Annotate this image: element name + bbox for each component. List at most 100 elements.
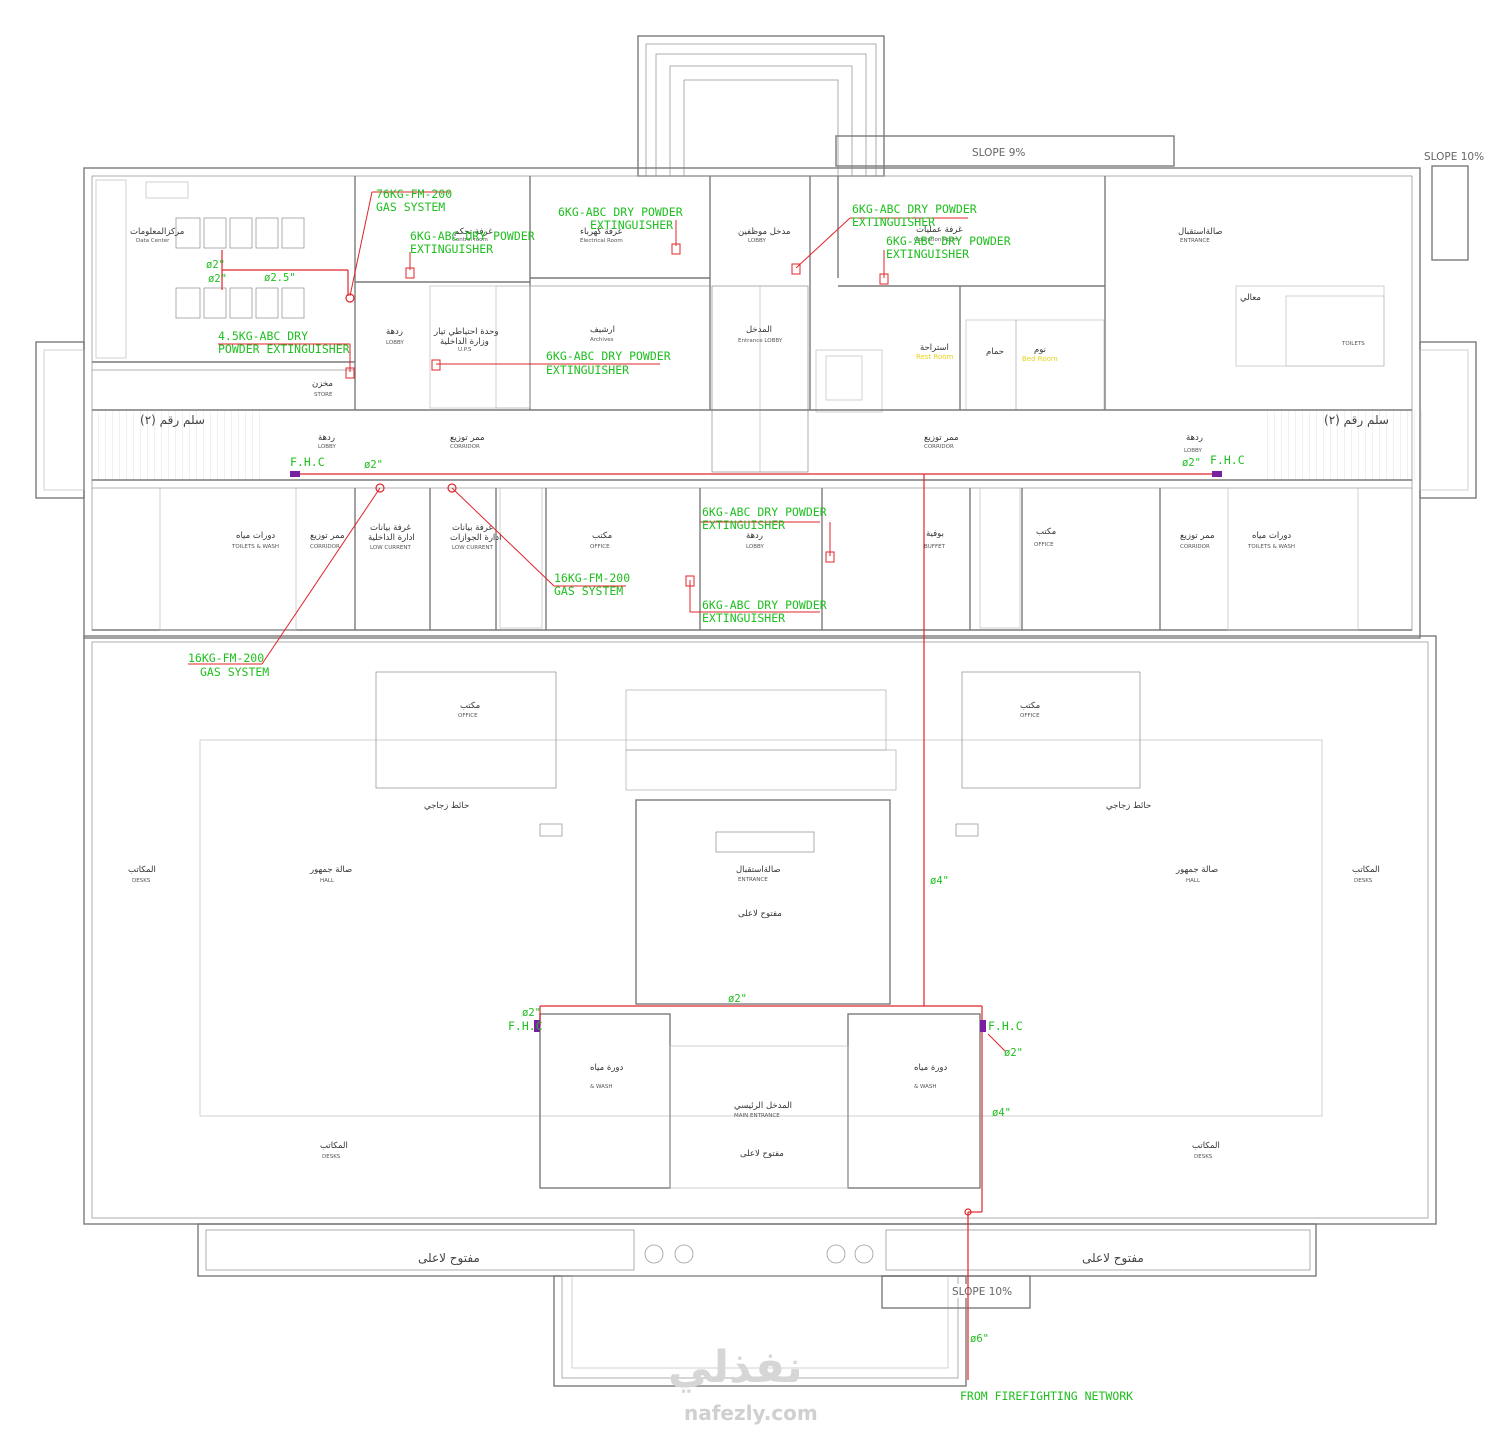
abc-label-archive-1: 6KG-ABC DRY POWDER	[546, 349, 671, 363]
corridor-en-3: CORRIDOR	[310, 544, 340, 550]
abc-label-lobby2-2: EXTINGUISHER	[702, 518, 785, 532]
abc45-label-1: 4.5KG-ABC DRY	[218, 329, 308, 343]
open-ar-1: مفتوح لاعلى	[738, 909, 782, 919]
fire-pipework	[188, 191, 1214, 1380]
desks-en-4: DESKS	[1194, 1154, 1213, 1160]
wc-en-2: & WASH	[914, 1084, 937, 1090]
desks-ar-2: المكاتب	[1352, 865, 1380, 875]
corridor-en-2: CORRIDOR	[924, 444, 954, 450]
desks-en-3: DESKS	[322, 1154, 341, 1160]
office-en-1: OFFICE	[590, 544, 610, 550]
toilet-ar-right: دورات مياه	[1252, 531, 1291, 541]
fhc-left-label: F.H.C	[290, 455, 325, 469]
fm16-label-left-2: GAS SYSTEM	[200, 665, 269, 679]
abc-label-control-2: EXTINGUISHER	[410, 242, 493, 256]
fhc-cabinet-icon	[290, 471, 300, 477]
open-ar-2: مفتوح لاعلى	[740, 1149, 784, 1159]
extinguisher-icon	[825, 551, 835, 563]
open-ar-4: مفتوح لاعلى	[1082, 1251, 1144, 1266]
dia-2-corr-right: ø2"	[1182, 457, 1201, 469]
glass-wall-ar-1: حائط زجاجي	[424, 801, 469, 811]
wc-en-1: & WASH	[590, 1084, 613, 1090]
fm200-nozzle-icon	[375, 483, 385, 493]
reception-en: ENTRANCE	[1180, 238, 1210, 244]
wc-ar-1: دورة مياه	[590, 1063, 624, 1073]
open-ar-3: مفتوح لاعلى	[418, 1251, 480, 1266]
glass-wall-ar-2: حائط زجاجي	[1106, 801, 1151, 811]
data-room-ar-2: غرفة بيانات	[452, 523, 493, 533]
fhc-cabinet-icon	[534, 1020, 540, 1032]
fm200-nozzle-icon	[345, 293, 355, 303]
slope-10-south-label: SLOPE 10%	[952, 1286, 1012, 1298]
corridor-ar-1: ممر توزيع	[450, 433, 485, 443]
electrical-en: Electrical Room	[580, 238, 623, 244]
dia-4-south: ø4"	[992, 1107, 1011, 1119]
toilet-ar-left: دورات مياه	[236, 531, 275, 541]
buffet-en: BUFFET	[924, 544, 946, 550]
hall-ar-1: صالة جمهور	[309, 865, 352, 875]
extinguisher-icon	[791, 263, 801, 275]
extinguisher-icon	[685, 575, 695, 587]
watermark: نفذلي nafezly.com	[668, 1342, 818, 1425]
extinguisher-icon	[671, 243, 681, 255]
hall-partitions	[375, 671, 1141, 1264]
fm16-label-left-1: 16KG-FM-200	[188, 651, 264, 665]
fhc-south-right-label: F.H.C	[988, 1019, 1023, 1033]
corridor-en-1: CORRIDOR	[450, 444, 480, 450]
dia-2-fhc-left: ø2"	[522, 1007, 541, 1019]
fire-annotations: 76KG-FM-200 GAS SYSTEM 6KG-ABC DRY POWDE…	[188, 187, 1245, 1403]
fhc-south-left-label: F.H.C	[508, 1019, 543, 1033]
toilets-en: TOILETS	[1341, 341, 1365, 347]
network-label: FROM FIREFIGHTING NETWORK	[960, 1389, 1133, 1403]
dia-2-dc-1: ø2"	[206, 259, 225, 271]
entrance-stairs	[711, 285, 809, 473]
watermark-en: nafezly.com	[684, 1401, 818, 1425]
fhc-right-label: F.H.C	[1210, 453, 1245, 467]
hall-ar-2: صالة جمهور	[1175, 865, 1218, 875]
desks-ar-4: المكاتب	[1192, 1141, 1220, 1151]
control-en: Control room	[452, 237, 488, 243]
rest-ar: استراحة	[920, 343, 949, 353]
store-en: STORE	[314, 392, 333, 398]
archive-en: Archives	[590, 337, 614, 343]
dia-6-inlet: ø6"	[970, 1333, 989, 1345]
stair-right-ar: سلم رقم (٢)	[1324, 413, 1389, 428]
office-en-2: OFFICE	[1034, 542, 1054, 548]
ups-en: U.P.S	[458, 347, 472, 353]
bed-en: Bed Room	[1022, 355, 1058, 363]
corridor-ar-4: ممر توزيع	[1180, 531, 1215, 541]
lobby-ar-1: ردهة	[386, 327, 403, 337]
low-current-2: LOW CURRENT	[452, 545, 493, 551]
data-center-en: Data Center	[136, 238, 170, 244]
ups-ar2: وزارة الداخلية	[440, 337, 489, 347]
room-labels: مركزالمعلومات Data Center غرفة تحكم Cont…	[128, 225, 1389, 1266]
dia-2-fhc-right: ø2"	[1004, 1047, 1023, 1059]
dia-2-main: ø2"	[728, 993, 747, 1005]
fm200-nozzle-icon	[447, 483, 457, 493]
fire-devices	[290, 243, 1222, 1216]
slope-9-label: SLOPE 9%	[972, 147, 1025, 159]
desks-en-1: DESKS	[132, 878, 151, 884]
archive-ar: ارشيف	[590, 325, 615, 335]
operation-ar: غرفة عمليات	[916, 225, 963, 235]
fhc-cabinet-icon	[980, 1020, 986, 1032]
main-corridor	[92, 409, 1422, 489]
server-racks	[175, 217, 305, 319]
office-ar-3: مكتب	[460, 701, 480, 711]
main-entrance-en: MAIN ENTRANCE	[734, 1113, 780, 1119]
dia-2-corr-left: ø2"	[364, 459, 383, 471]
data-room-ar-2b: ادارة الجوازات	[450, 533, 501, 543]
desks-en-2: DESKS	[1354, 878, 1373, 884]
abc45-label-2: POWDER EXTINGUISHER	[218, 342, 350, 356]
ups-ar: وحدة احتياطي تيار	[433, 327, 499, 337]
bed-ar: نوم	[1034, 345, 1046, 355]
entrance-en: ENTRANCE	[738, 877, 768, 883]
data-center-ar: مركزالمعلومات	[130, 227, 184, 237]
stair-left-ar: سلم رقم (٢)	[140, 413, 205, 428]
south-ramp: SLOPE 10%	[881, 1275, 1031, 1309]
corridor-ar-3: ممر توزيع	[310, 531, 345, 541]
office-ar-2: مكتب	[1036, 527, 1056, 537]
operation-en: Operation Room	[914, 237, 959, 243]
slope-10-label: SLOPE 10%	[1424, 151, 1484, 163]
abc-label-lobby-1: 6KG-ABC DRY POWDER	[852, 202, 977, 216]
